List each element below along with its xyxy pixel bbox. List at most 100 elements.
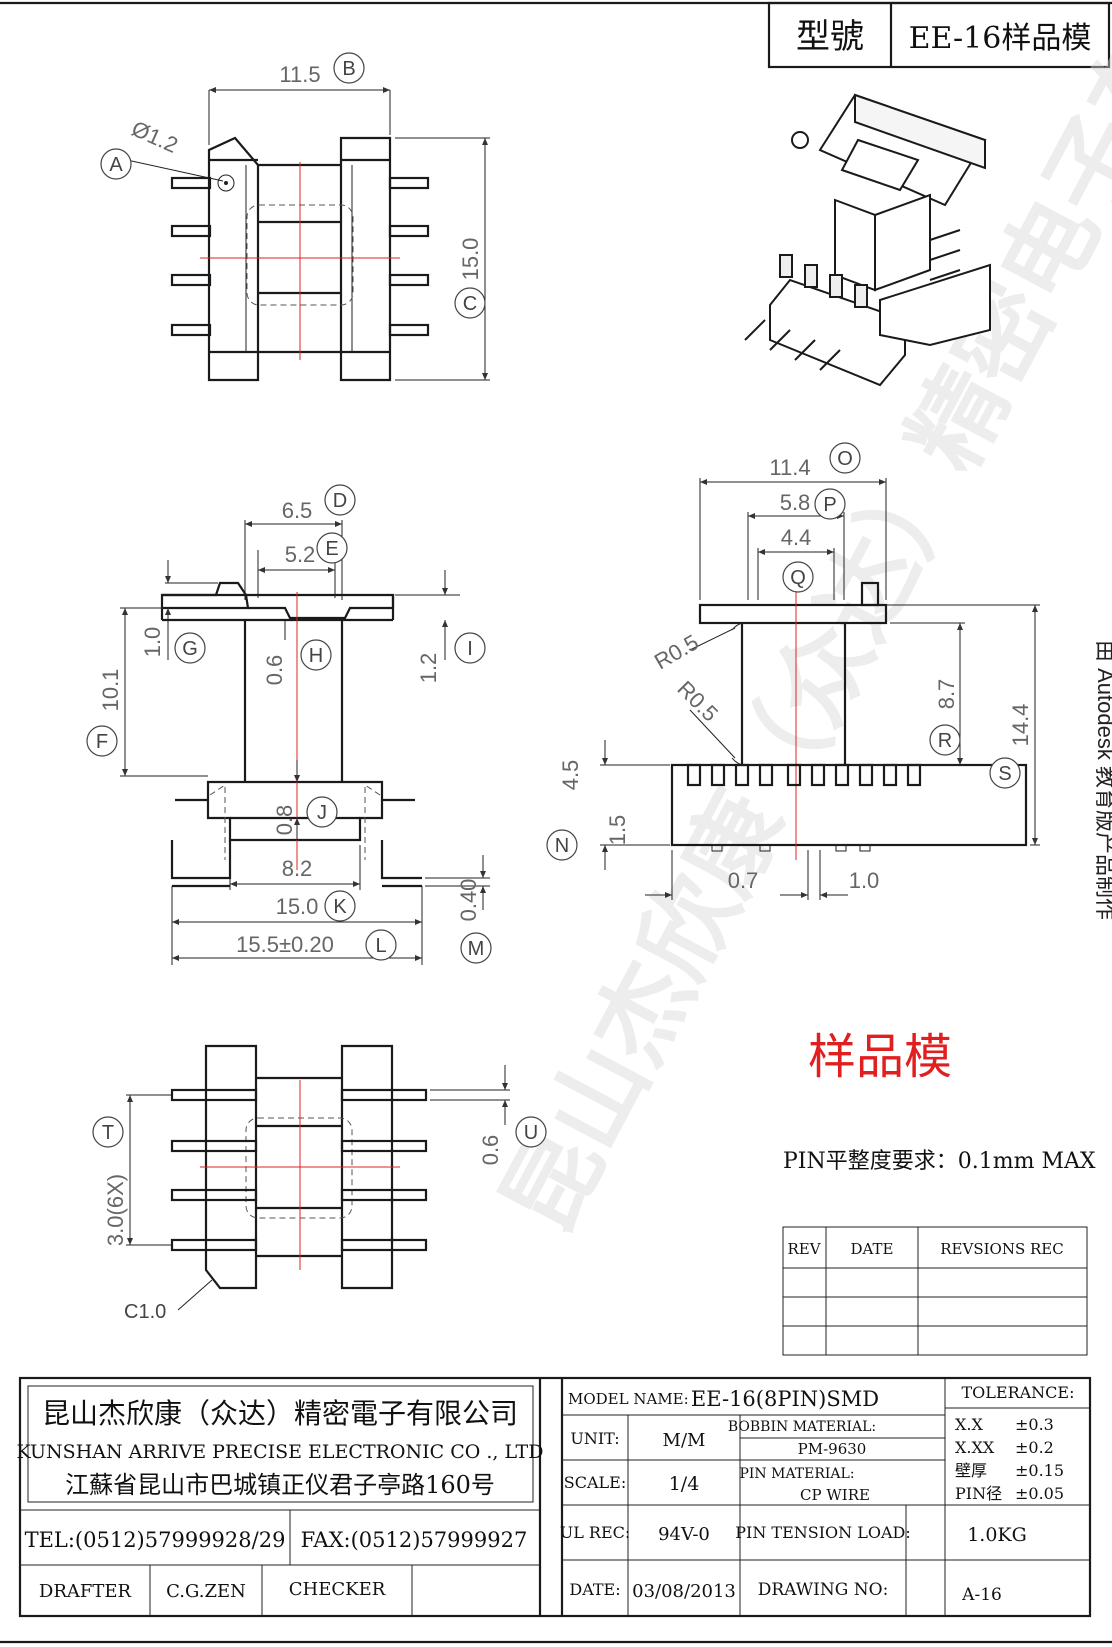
dim-k1-value: 8.2 bbox=[282, 856, 313, 881]
model-header: 型號 EE-16样品模 bbox=[767, 1, 1111, 69]
dim-k-tag: K bbox=[333, 896, 347, 918]
tol-row4-value: ±0.05 bbox=[1015, 1484, 1064, 1503]
dim-j-value: 0.8 bbox=[272, 805, 297, 836]
front-view: 6.5 D 5.2 E 10.1 F 1.0 G 0.6 H 1.2 I 0.8 bbox=[86, 484, 492, 965]
rev-header-rev: REV bbox=[787, 1240, 821, 1258]
date-value: 03/08/2013 bbox=[632, 1581, 736, 1602]
dim-r1-value: R0.5 bbox=[650, 629, 703, 674]
title-block: 昆山杰欣康（众达）精密電子有限公司 KUNSHAN ARRIVE PRECISE… bbox=[17, 1376, 1092, 1618]
dim-r-value: 8.7 bbox=[934, 679, 959, 710]
dim-l-value: 15.5±0.20 bbox=[236, 932, 334, 957]
dim-p-value: 5.8 bbox=[780, 490, 811, 515]
company-name-cn: 昆山杰欣康（众达）精密電子有限公司 bbox=[42, 1397, 518, 1430]
top-view: 11.5 B 15.0 C Ø1.2 A bbox=[100, 52, 490, 382]
company-tel: TEL:(0512)57999928/29 bbox=[25, 1528, 286, 1552]
bobbin-material-label: BOBBIN MATERIAL: bbox=[728, 1419, 876, 1435]
dim-p-tag: P bbox=[823, 494, 836, 516]
rev-header-rec: REVSIONS REC bbox=[940, 1240, 1063, 1258]
sample-label: 样品模 bbox=[808, 1029, 952, 1085]
dim-q-value: 4.4 bbox=[781, 525, 812, 550]
rev-header-date: DATE bbox=[851, 1240, 894, 1258]
side-view-slots bbox=[686, 763, 922, 787]
dim-b-tag: B bbox=[342, 58, 355, 80]
tolerance-title: TOLERANCE: bbox=[961, 1383, 1074, 1402]
model-name-value: EE-16(8PIN)SMD bbox=[691, 1387, 879, 1411]
dim-e-value: 5.2 bbox=[285, 542, 316, 567]
dim-c-value: 15.0 bbox=[458, 238, 483, 281]
dim-n-tag: N bbox=[555, 835, 569, 857]
dim-k-value: 15.0 bbox=[276, 894, 319, 919]
dim-s-value: 14.4 bbox=[1008, 704, 1033, 747]
dim-a-value: Ø1.2 bbox=[128, 116, 182, 158]
dim-f-value: 10.1 bbox=[98, 669, 123, 712]
autodesk-side-text: 由 Autodesk 教育版产品制作 bbox=[1093, 640, 1112, 920]
tol-row4-label: PIN径 bbox=[955, 1484, 1002, 1503]
tol-row2-label: X.XX bbox=[955, 1438, 995, 1457]
watermark-text: 昆山杰欣康（众达）精密电子有限公司 bbox=[481, 0, 1112, 1251]
revision-table: REV DATE REVSIONS REC bbox=[782, 1226, 1088, 1356]
bobbin-material-value: PM-9630 bbox=[798, 1440, 867, 1458]
dim-q-tag: Q bbox=[790, 567, 806, 589]
pin-material-label: PIN MATERIAL: bbox=[739, 1466, 854, 1482]
dim-n1-value: 4.5 bbox=[558, 760, 583, 791]
dim-e-tag: E bbox=[325, 538, 338, 560]
dim-r-tag: R bbox=[938, 730, 952, 752]
drafter-label: DRAFTER bbox=[39, 1581, 132, 1602]
ul-label: UL REC: bbox=[560, 1523, 631, 1542]
bottom-view-pins bbox=[170, 1088, 428, 1252]
dim-d-tag: D bbox=[333, 490, 347, 512]
drawing-no-label: DRAWING NO: bbox=[758, 1580, 889, 1600]
side-view: 11.4 O 5.8 P 4.4 Q R0.5 R0.5 8.7 R 14.4 … bbox=[546, 442, 1040, 900]
dim-h-tag: H bbox=[309, 645, 323, 667]
dim-d-value: 6.5 bbox=[282, 498, 313, 523]
tol-row1-label: X.X bbox=[955, 1415, 983, 1434]
top-view-pins bbox=[170, 176, 430, 337]
dim-m-tag: M bbox=[468, 938, 485, 960]
isometric-view bbox=[744, 93, 991, 387]
dim-g-value: 1.0 bbox=[140, 627, 165, 658]
tol-row3-value: ±0.15 bbox=[1015, 1461, 1064, 1480]
drafter-value: C.G.ZEN bbox=[166, 1581, 246, 1602]
dim-w1-value: 0.7 bbox=[728, 868, 759, 893]
unit-value: M/M bbox=[663, 1430, 706, 1451]
pin-flatness-note: PIN平整度要求：0.1mm MAX bbox=[783, 1149, 1096, 1174]
dim-t-value: 3.0(6X) bbox=[103, 1174, 128, 1246]
tol-row1-value: ±0.3 bbox=[1015, 1415, 1054, 1434]
dim-a-tag: A bbox=[109, 154, 123, 176]
dim-n2-value: 1.5 bbox=[605, 815, 630, 846]
dim-w2-value: 1.0 bbox=[849, 868, 880, 893]
company-fax: FAX:(0512)57999927 bbox=[301, 1528, 528, 1552]
dim-g-tag: G bbox=[182, 638, 198, 660]
date-label: DATE: bbox=[569, 1580, 620, 1599]
dim-u-value: 0.6 bbox=[478, 1135, 503, 1166]
tension-value: 1.0KG bbox=[967, 1524, 1027, 1546]
tol-row2-value: ±0.2 bbox=[1015, 1438, 1054, 1457]
dim-o-value: 11.4 bbox=[769, 455, 810, 480]
scale-value: 1/4 bbox=[669, 1473, 700, 1495]
dim-l-tag: L bbox=[375, 935, 386, 957]
checker-label: CHECKER bbox=[289, 1579, 386, 1600]
tol-row3-label: 壁厚 bbox=[955, 1461, 987, 1480]
pin-material-value: CP WIRE bbox=[800, 1486, 870, 1504]
drawing-no-value: A-16 bbox=[961, 1585, 1002, 1605]
model-label: 型號 bbox=[796, 17, 864, 57]
dim-h-value: 0.6 bbox=[262, 655, 287, 686]
dim-u-tag: U bbox=[524, 1122, 538, 1144]
ul-value: 94V-0 bbox=[658, 1524, 710, 1545]
model-name-label: MODEL NAME: bbox=[568, 1390, 689, 1408]
unit-label: UNIT: bbox=[570, 1429, 619, 1448]
dim-i-value: 1.2 bbox=[416, 653, 441, 684]
dim-i-tag: I bbox=[467, 638, 473, 660]
dim-s-tag: S bbox=[998, 763, 1011, 785]
company-address: 江蘇省昆山市巴城镇正仪君子亭路160号 bbox=[65, 1471, 495, 1499]
dim-f-tag: F bbox=[96, 731, 108, 753]
dim-m-value: 0.40 bbox=[456, 879, 481, 922]
dim-c-tag: C bbox=[463, 293, 477, 315]
scale-label: SCALE: bbox=[564, 1473, 626, 1492]
company-name-en: KUNSHAN ARRIVE PRECISE ELECTRONIC CO ., … bbox=[17, 1441, 544, 1463]
bottom-view: 3.0(6X) T 0.6 U C1.0 bbox=[92, 1044, 547, 1323]
dim-b-value: 11.5 bbox=[279, 62, 320, 87]
dim-j-tag: J bbox=[317, 802, 327, 824]
dim-chamfer-value: C1.0 bbox=[124, 1301, 166, 1323]
